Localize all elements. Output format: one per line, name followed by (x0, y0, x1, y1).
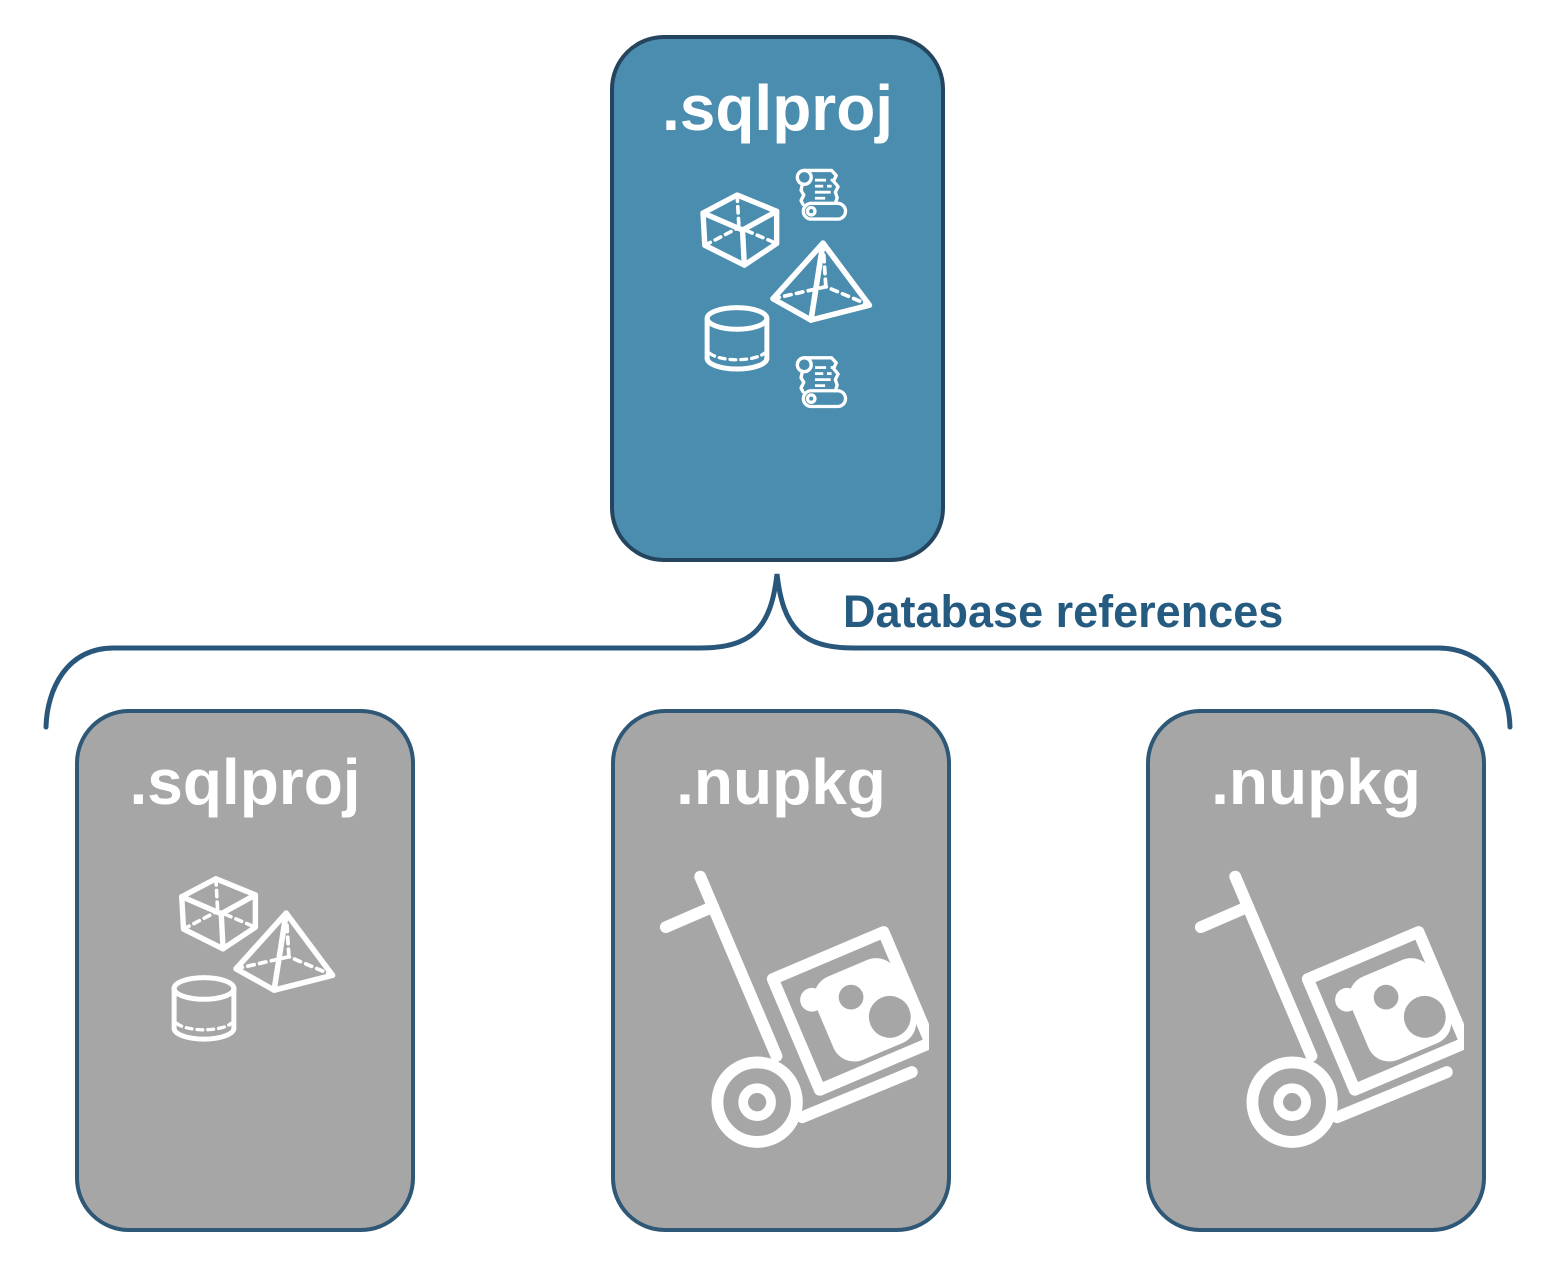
script-scroll-icon (795, 356, 848, 409)
child-node-sqlproj: .sqlproj (75, 709, 415, 1232)
node-title: .sqlproj (129, 746, 361, 818)
node-title: .nupkg (1211, 746, 1421, 818)
cylinder-icon (174, 978, 234, 1039)
handtruck-package-icon (639, 841, 929, 1213)
connector-label: Database references (843, 586, 1284, 637)
brace-path (43, 573, 1513, 730)
cylinder-icon (707, 308, 767, 369)
sql-project-contents-icons (79, 713, 411, 1228)
child-node-nupkg-1: .nupkg (611, 709, 951, 1232)
cube-icon (703, 195, 777, 265)
cube-icon (182, 879, 256, 949)
node-title: .sqlproj (661, 72, 894, 144)
node-title: .nupkg (676, 746, 886, 818)
pyramid-icon (773, 243, 869, 320)
handtruck-package-icon (1174, 841, 1464, 1213)
script-scroll-icon (795, 168, 848, 221)
child-node-nupkg-2: .nupkg (1146, 709, 1486, 1232)
sql-project-contents-icons (614, 168, 941, 409)
parent-node-sqlproj: .sqlproj (610, 35, 945, 562)
